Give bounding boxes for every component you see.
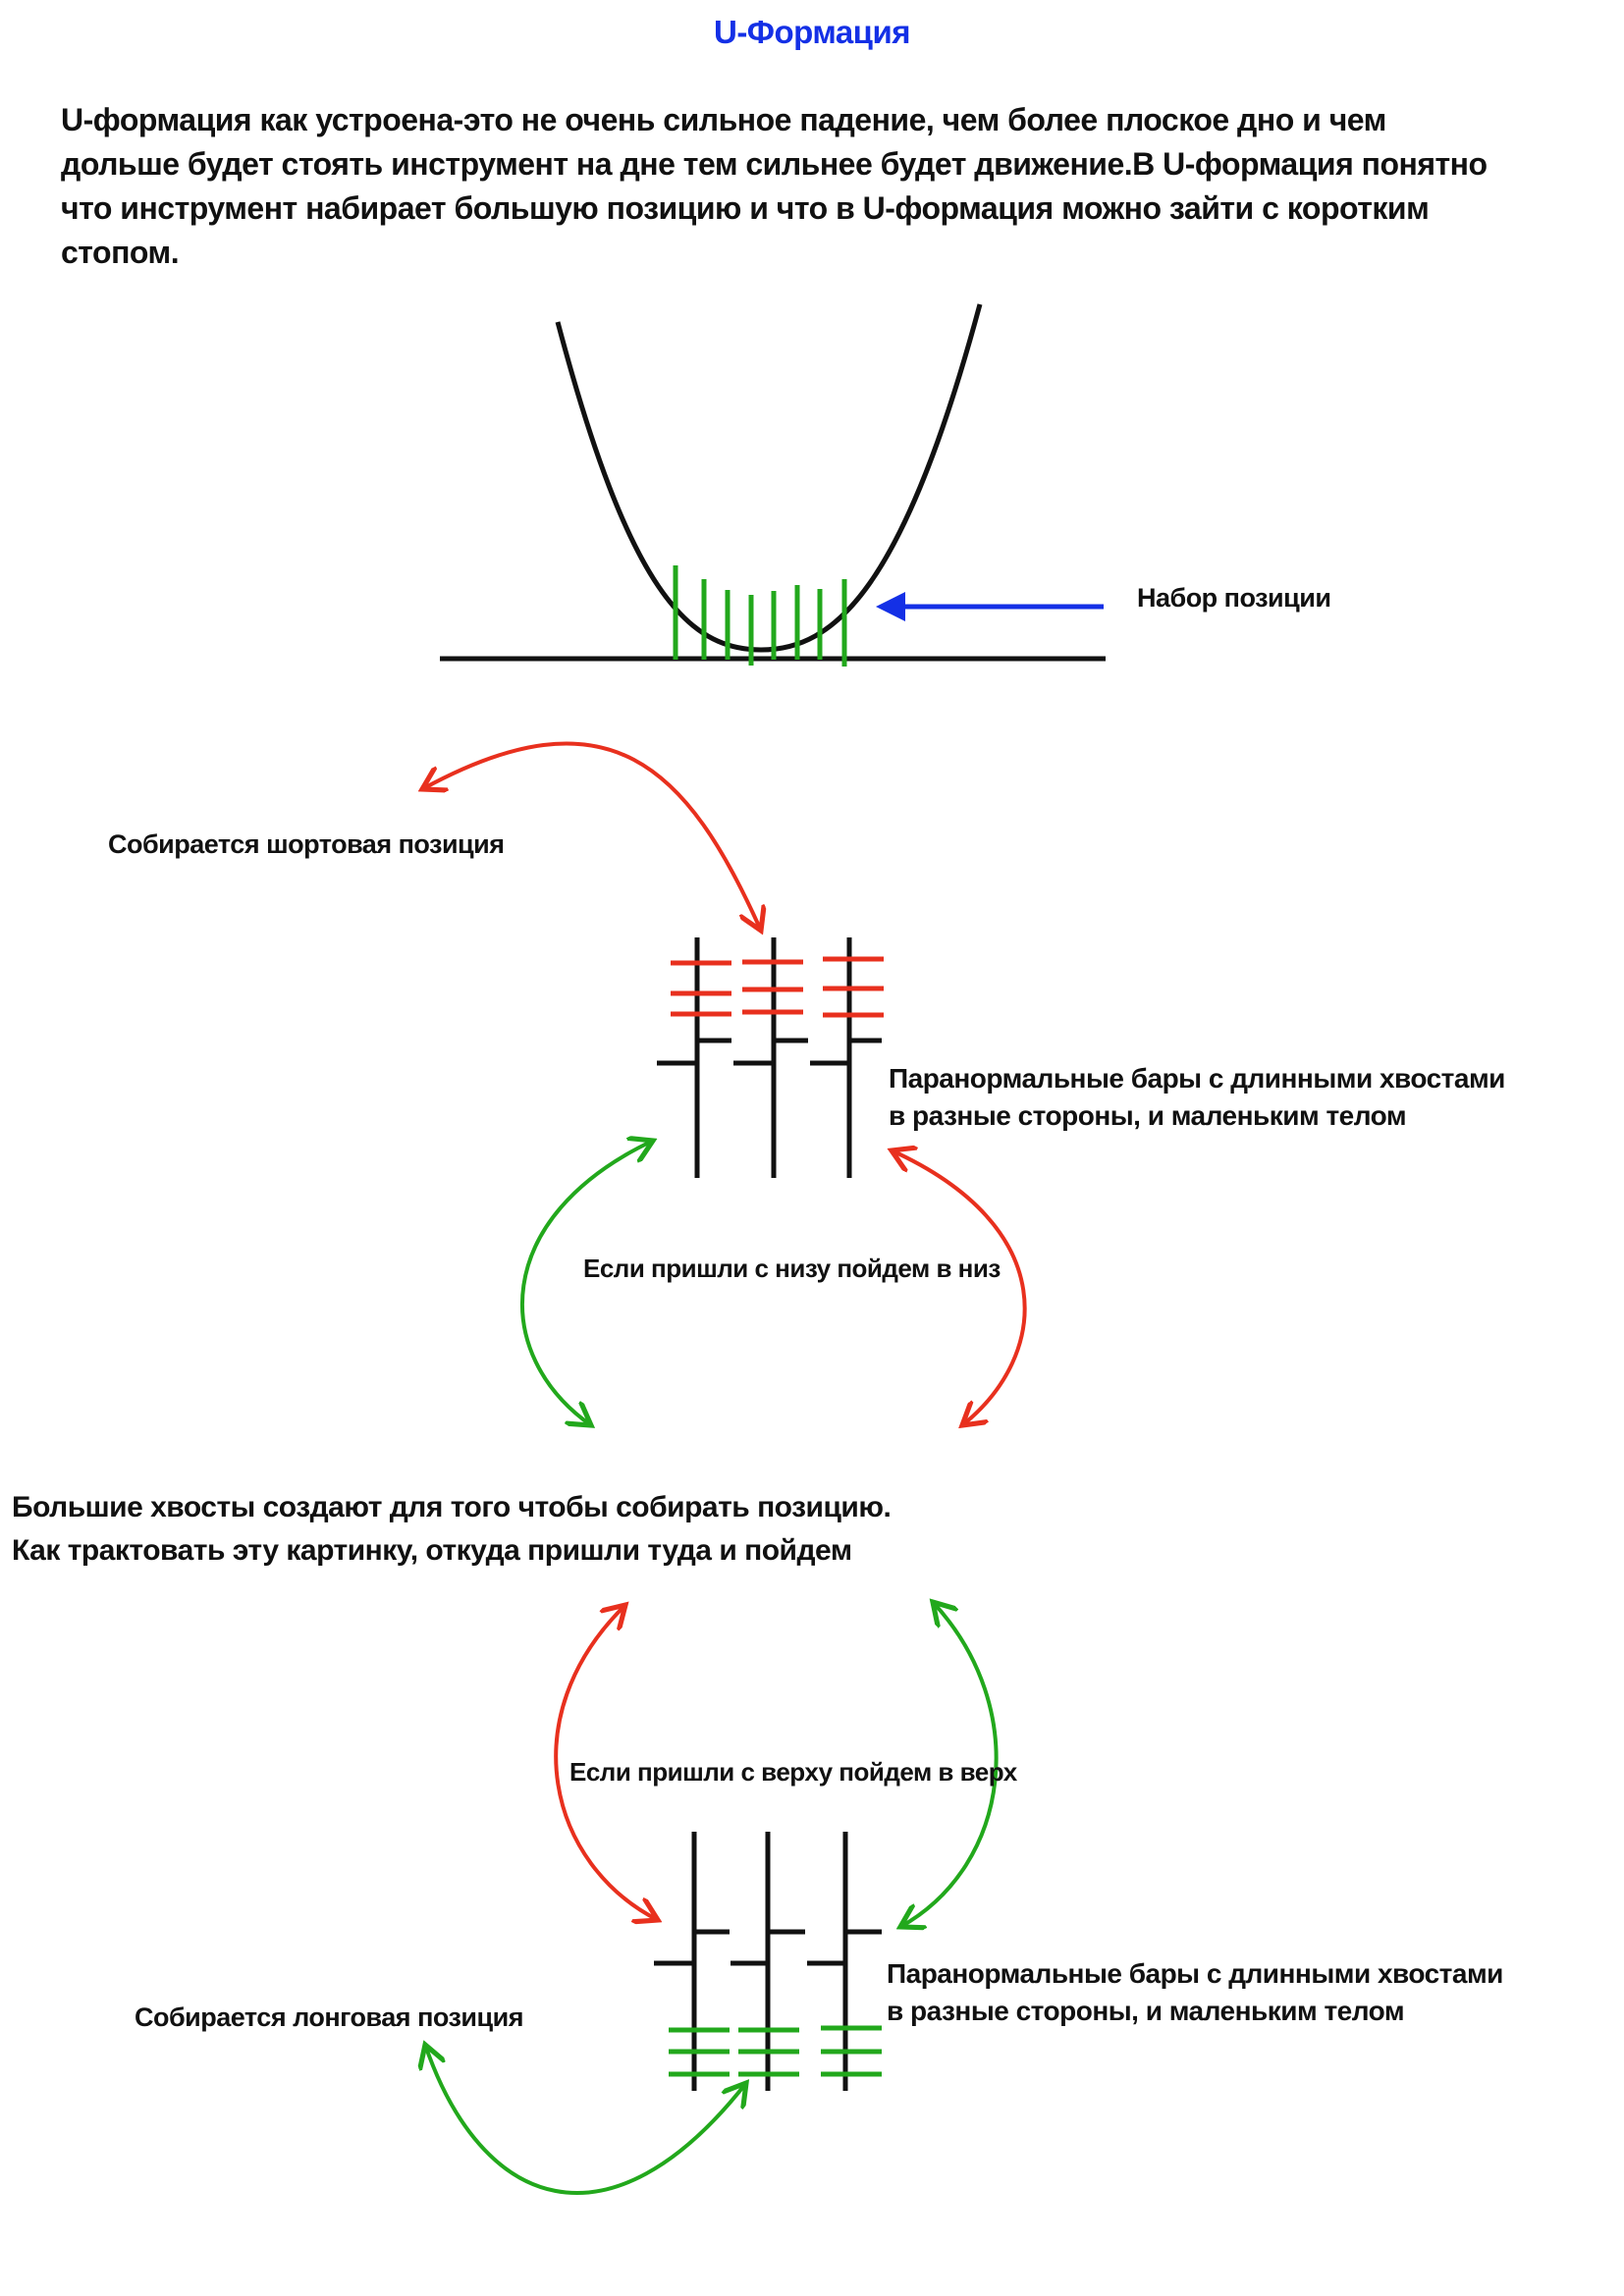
came-from-below-label: Если пришли с низу пойдем в низ bbox=[583, 1254, 1001, 1283]
big-tails-line: Большие хвосты создают для того чтобы со… bbox=[12, 1491, 892, 1523]
long-position-label: Собирается лонговая позиция bbox=[135, 2002, 523, 2032]
long-position-levels bbox=[669, 2025, 882, 2077]
big-tails-text: Большие хвосты создают для того чтобы со… bbox=[12, 1486, 892, 1573]
red-left-arc-arrow bbox=[554, 1605, 658, 1920]
green-left-arc-arrow bbox=[520, 1141, 653, 1425]
paranormal-bars-line: в разные стороны, и маленьким телом bbox=[889, 1100, 1407, 1131]
short-position-label: Собирается шортовая позиция bbox=[108, 829, 505, 859]
green-right-arc-arrow bbox=[900, 1602, 999, 1927]
intro-line: U-формация как устроена-это не очень сил… bbox=[61, 102, 1386, 137]
big-tails-line: Как трактовать эту картинку, откуда приш… bbox=[12, 1534, 852, 1567]
paranormal-bars-line: Паранормальные бары с длинными хвостами bbox=[887, 1958, 1503, 1989]
paranormal-bars-label-lower: Паранормальные бары с длинными хвостами … bbox=[887, 1955, 1503, 2030]
intro-paragraph: U-формация как устроена-это не очень сил… bbox=[61, 98, 1593, 275]
paranormal-bars-line: Паранормальные бары с длинными хвостами bbox=[889, 1063, 1505, 1094]
paranormal-bars-label-upper: Паранормальные бары с длинными хвостами … bbox=[889, 1060, 1505, 1135]
intro-line: что инструмент набирает большую позицию … bbox=[61, 190, 1430, 226]
volume-bars bbox=[673, 565, 847, 667]
position-build-label: Набор позиции bbox=[1137, 583, 1331, 613]
short-arc-arrow bbox=[422, 741, 761, 931]
paranormal-bars-line: в разные стороны, и маленьким телом bbox=[887, 1996, 1405, 2026]
intro-line: дольше будет стоять инструмент на дне те… bbox=[61, 146, 1488, 182]
intro-line: стопом. bbox=[61, 235, 180, 270]
short-position-levels bbox=[671, 956, 884, 1018]
came-from-above-label: Если пришли с верху пойдем в верх bbox=[569, 1757, 1017, 1787]
long-arc-arrow bbox=[425, 2045, 746, 2195]
red-right-arc-arrow bbox=[892, 1150, 1027, 1425]
page-title: U-Формация bbox=[713, 14, 911, 50]
u-curve bbox=[555, 303, 983, 653]
upper-candles bbox=[657, 937, 882, 1178]
